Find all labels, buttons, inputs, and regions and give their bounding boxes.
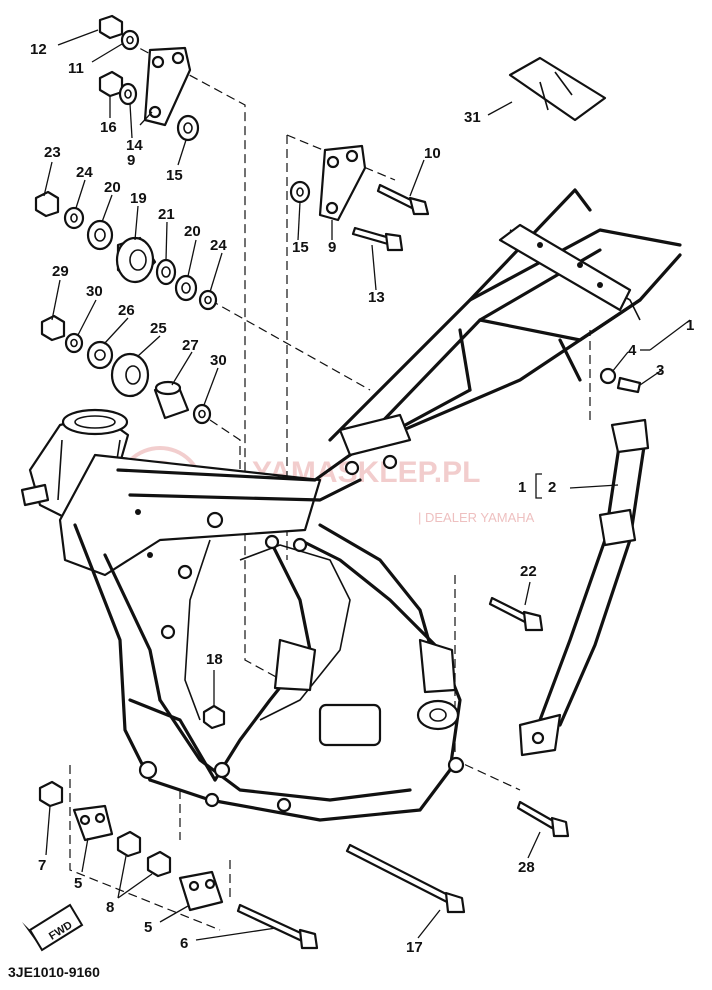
callout-20-right: 20 [184,223,201,240]
assembly-guide-lines [69,41,591,931]
callout-22: 22 [520,563,537,580]
callout-9-right: 9 [328,239,336,256]
callout-31: 31 [464,109,481,126]
callout-30-right: 30 [210,352,227,369]
callout-labels: 12 11 16 14 9 15 23 24 20 19 21 20 24 29… [30,41,694,956]
callout-1-top: 1 [686,317,694,334]
callout-28: 28 [518,859,535,876]
callout-18: 18 [206,651,223,668]
callout-15-right: 15 [292,239,309,256]
callout-24-right: 24 [210,237,227,254]
hardware-parts [34,14,642,950]
callout-29: 29 [52,263,69,280]
callout-20-top: 20 [104,179,121,196]
washer-part-11 [120,29,140,51]
nut-part-16 [98,70,124,98]
fwd-arrow-icon: FWD [22,903,84,952]
watermark-tagline: | DEALER YAMAHA [418,510,535,525]
leader-lines [43,29,691,941]
callout-5-right: 5 [144,919,152,936]
drawing-code: 3JE1010-9160 [8,964,100,980]
engine-mount-plate-5 [72,804,114,842]
callout-10: 10 [424,145,441,162]
callout-27: 27 [182,337,199,354]
callout-6: 6 [180,935,188,952]
callout-13: 13 [368,289,385,306]
callout-24-top: 24 [76,164,93,181]
rear-frame-stay [518,418,650,757]
callout-5-left: 5 [74,875,82,892]
nut-part-12 [98,14,124,40]
callout-26: 26 [118,302,135,319]
callout-19: 19 [130,190,147,207]
callout-16: 16 [100,119,117,136]
callout-30-left: 30 [86,283,103,300]
callout-11: 11 [68,60,84,77]
callout-14: 14 [126,137,143,154]
callout-25: 25 [150,320,167,337]
strap-part-31 [508,56,607,122]
callout-9-left: 9 [127,152,135,169]
main-frame [20,188,682,822]
callout-23: 23 [44,144,61,161]
callout-7: 7 [38,857,46,874]
callout-12: 12 [30,41,47,58]
callout-8: 8 [106,899,114,916]
callout-3: 3 [656,362,664,379]
callout-1-bracket: 1 [518,479,526,496]
callout-15-left: 15 [166,167,183,184]
callout-17: 17 [406,939,423,956]
callout-4: 4 [628,342,637,359]
callout-21: 21 [158,206,175,223]
callout-2: 2 [548,479,556,496]
